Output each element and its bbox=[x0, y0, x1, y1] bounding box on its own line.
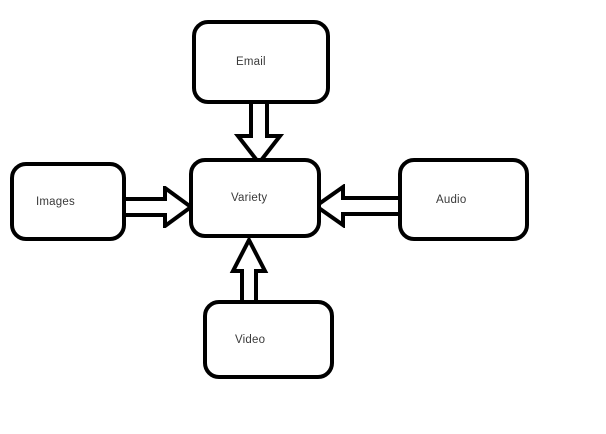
node-variety[interactable]: Variety bbox=[189, 158, 321, 238]
node-video-label: Video bbox=[235, 333, 266, 346]
node-email[interactable]: Email bbox=[192, 20, 330, 104]
arrow-video-to-variety bbox=[228, 238, 270, 304]
node-images-label: Images bbox=[36, 195, 75, 208]
node-email-label: Email bbox=[236, 56, 266, 68]
node-video[interactable]: Video bbox=[203, 300, 334, 379]
node-audio-label: Audio bbox=[436, 193, 467, 206]
node-variety-label: Variety bbox=[231, 192, 268, 204]
arrow-email-to-variety bbox=[232, 100, 286, 166]
arrow-audio-to-variety bbox=[313, 184, 405, 228]
node-audio[interactable]: Audio bbox=[398, 158, 529, 241]
node-images[interactable]: Images bbox=[10, 162, 126, 241]
arrow-images-to-variety bbox=[120, 186, 194, 228]
